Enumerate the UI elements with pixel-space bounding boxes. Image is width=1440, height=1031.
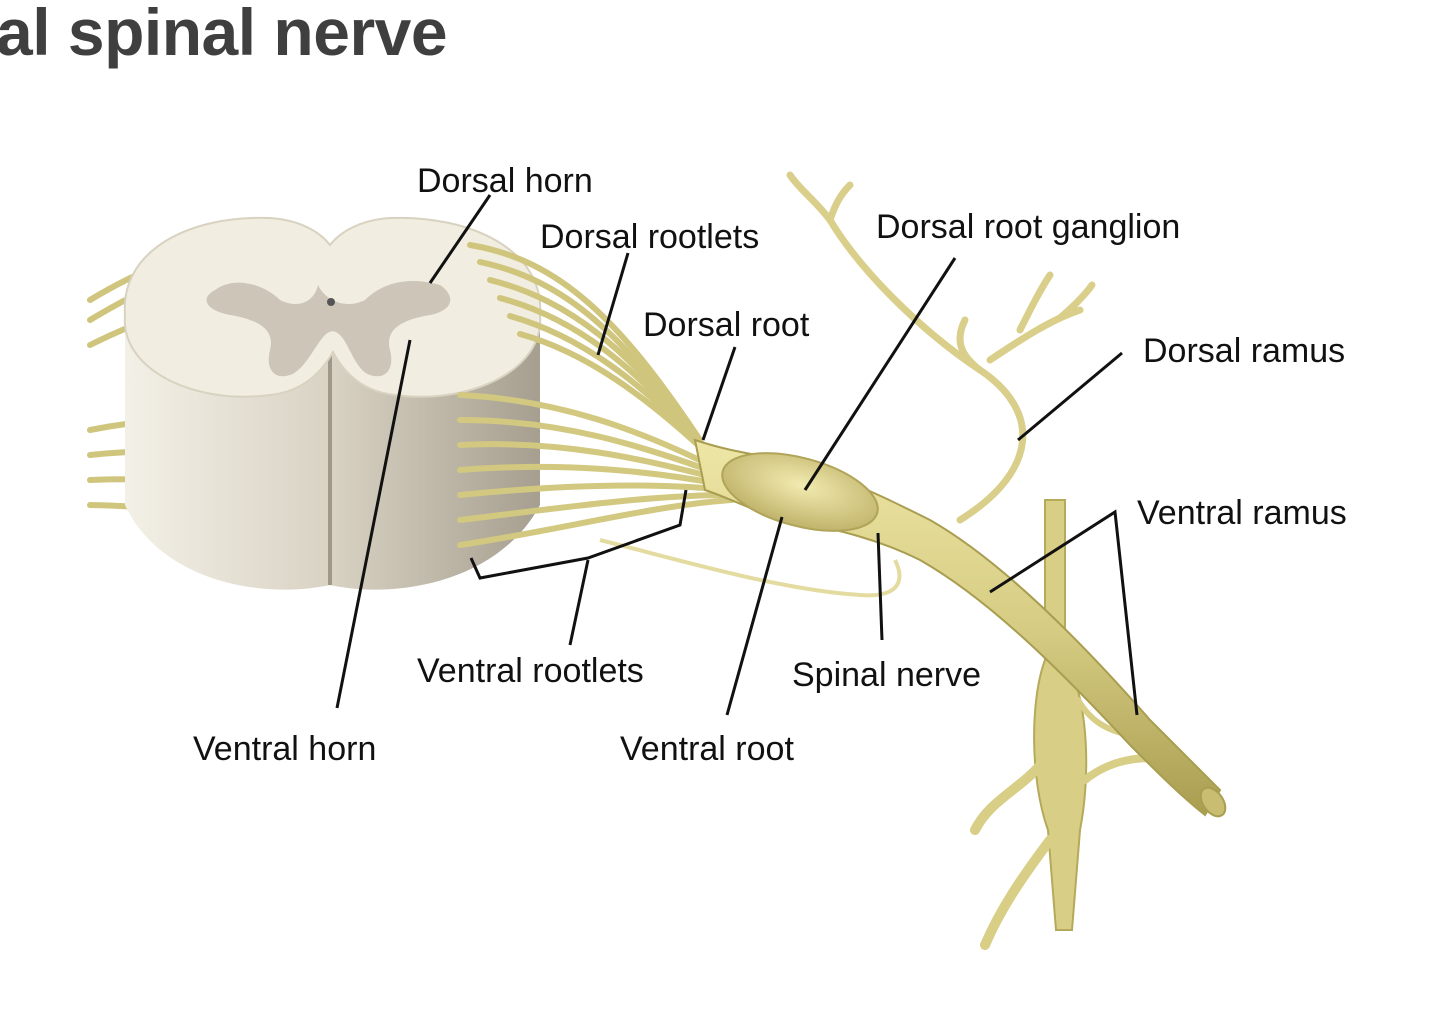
leader-dorsal-rootlets <box>596 252 630 356</box>
leader-dorsal-horn <box>428 194 492 284</box>
label-ventral-horn: Ventral horn <box>193 730 376 768</box>
page-title: al spinal nerve <box>0 0 448 69</box>
bracket-ventral-rootlets <box>469 489 688 580</box>
dorsal-ramus <box>786 171 1096 524</box>
label-dorsal-root: Dorsal root <box>643 306 810 344</box>
label-ventral-root: Ventral root <box>620 730 794 768</box>
leader-ventral-ramus <box>989 509 1139 716</box>
label-ventral-rootlets: Ventral rootlets <box>417 652 644 690</box>
leader-ventral-horn <box>335 339 412 709</box>
leader-ventral-root <box>725 516 784 716</box>
label-dorsal-ramus: Dorsal ramus <box>1143 332 1345 370</box>
recurrent-branch <box>599 538 902 598</box>
leader-ventral-rootlets <box>568 559 590 646</box>
labels: Dorsal horn Dorsal rootlets Dorsal root … <box>193 162 1347 768</box>
label-spinal-nerve: Spinal nerve <box>792 656 981 694</box>
leader-spinal-nerve <box>876 532 884 641</box>
dorsal-rootlets <box>467 242 715 461</box>
leader-dorsal-root-ganglion <box>803 257 957 491</box>
label-dorsal-root-ganglion: Dorsal root ganglion <box>876 208 1180 246</box>
label-dorsal-horn: Dorsal horn <box>417 162 593 200</box>
ventral-rootlets <box>457 392 735 548</box>
leader-dorsal-root <box>701 346 737 441</box>
leader-dorsal-ramus <box>1017 351 1123 442</box>
spinal-nerve-trunk <box>693 438 1227 818</box>
sympathetic-trunk <box>970 499 1174 950</box>
leader-lines <box>335 194 1139 716</box>
spinal-cord <box>123 216 542 590</box>
label-ventral-ramus: Ventral ramus <box>1137 494 1347 532</box>
label-dorsal-rootlets: Dorsal rootlets <box>540 218 759 256</box>
